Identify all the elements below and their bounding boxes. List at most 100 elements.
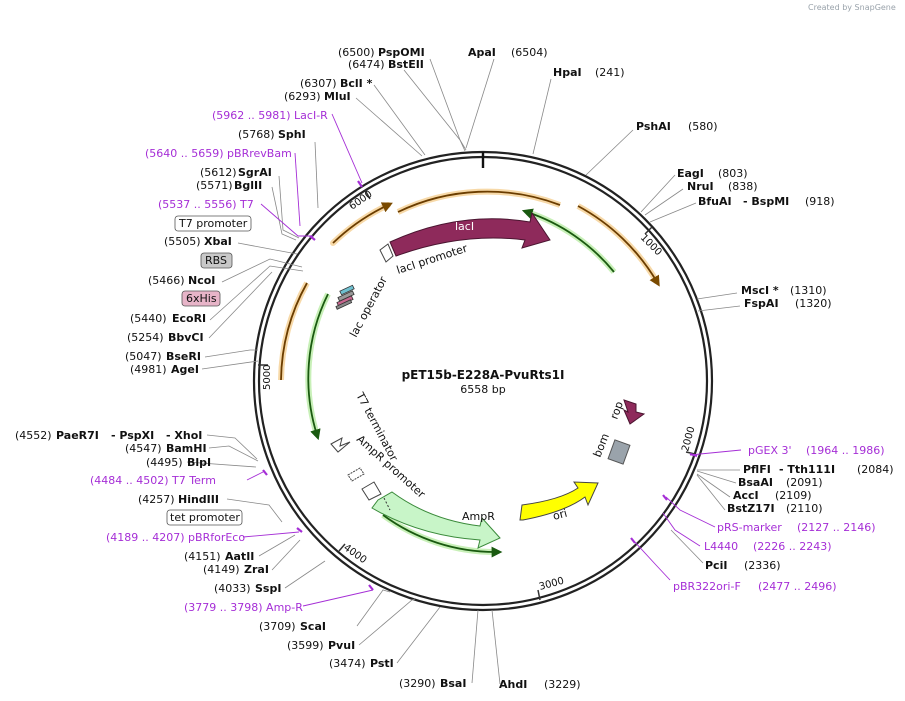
t7-promoter-box[interactable] bbox=[174, 215, 252, 232]
sphi-pos: (5768) bbox=[238, 128, 275, 141]
scai-name[interactable]: ScaI bbox=[300, 620, 326, 633]
apai-name[interactable]: ApaI bbox=[468, 46, 496, 59]
bamhi-name[interactable]: BamHI bbox=[166, 442, 207, 455]
ampr-gene-label: AmpR bbox=[462, 510, 495, 523]
bglii-pos: (5571) bbox=[196, 179, 233, 192]
ahdi-name[interactable]: AhdI bbox=[499, 678, 527, 691]
msci-name[interactable]: MscI * bbox=[741, 284, 779, 297]
blpi-pos: (4495) bbox=[146, 456, 183, 469]
pvui-name[interactable]: PvuI bbox=[328, 639, 355, 652]
tick-5000: 5000 bbox=[262, 365, 273, 390]
bglii-name[interactable]: BglII bbox=[234, 179, 262, 192]
bsai-name[interactable]: BsaI bbox=[440, 677, 466, 690]
ori-feature[interactable] bbox=[519, 481, 599, 521]
eagi-name[interactable]: EagI bbox=[677, 167, 704, 180]
hindiii-pos: (4257) bbox=[138, 493, 175, 506]
eagi-pos: (803) bbox=[718, 167, 748, 180]
blpi-name[interactable]: BlpI bbox=[187, 456, 211, 469]
green-arc-2-line bbox=[307, 293, 329, 441]
laci-promoter-arrow[interactable] bbox=[379, 243, 394, 263]
bseri-name[interactable]: BseRI bbox=[166, 350, 201, 363]
paer7i-name[interactable]: PaeR7I bbox=[56, 429, 99, 442]
primer-leader-lines bbox=[242, 113, 742, 607]
primer-pbrrevbam[interactable]: (5640 .. 5659) pBRrevBam bbox=[145, 147, 292, 160]
bspmi-name[interactable]: - BspMI bbox=[743, 195, 789, 208]
his-box[interactable] bbox=[181, 290, 221, 307]
bsteii-name[interactable]: BstEII bbox=[388, 58, 424, 71]
fspai-name[interactable]: FspAI bbox=[744, 297, 779, 310]
primer-l4440-name[interactable]: L4440 bbox=[704, 540, 738, 553]
green-arc-3-line bbox=[382, 514, 503, 558]
agei-name[interactable]: AgeI bbox=[171, 363, 199, 376]
primer-pbr322orif-name[interactable]: pBR322ori-F bbox=[673, 580, 741, 593]
bbvci-name[interactable]: BbvCI bbox=[168, 331, 204, 344]
primer-pgex3-name[interactable]: pGEX 3' bbox=[748, 444, 792, 457]
sspi-name[interactable]: SspI bbox=[255, 582, 281, 595]
hpai-name[interactable]: HpaI bbox=[553, 66, 582, 79]
bsaai-name[interactable]: BsaAI bbox=[738, 476, 773, 489]
aatii-name[interactable]: AatII bbox=[225, 550, 254, 563]
t7-promoter-feature[interactable] bbox=[335, 299, 353, 310]
ncoi-name[interactable]: NcoI bbox=[188, 274, 215, 287]
xbai-pos: (5505) bbox=[164, 235, 201, 248]
acci-name[interactable]: AccI bbox=[733, 489, 759, 502]
agei-pos: (4981) bbox=[130, 363, 167, 376]
rbs-label: RBS bbox=[205, 254, 227, 267]
bfuai-pos: (918) bbox=[805, 195, 835, 208]
primer-ticks bbox=[262, 180, 698, 591]
bcli-name[interactable]: BclI * bbox=[340, 77, 373, 90]
green-arc-1-line bbox=[521, 208, 615, 273]
bsteii-pos: (6474) bbox=[348, 58, 385, 71]
hindiii-name[interactable]: HindIII bbox=[178, 493, 219, 506]
t7-terminator-feature[interactable] bbox=[330, 437, 351, 453]
apai-pos: (6504) bbox=[511, 46, 548, 59]
pvui-pos: (3599) bbox=[287, 639, 324, 652]
ori-label: ori bbox=[551, 507, 568, 523]
laci-label: lacI bbox=[455, 220, 474, 233]
ampr-promoter-arrow[interactable] bbox=[361, 481, 382, 501]
pspxi-name[interactable]: - PspXI bbox=[111, 429, 154, 442]
pcii-name[interactable]: PciI bbox=[705, 559, 727, 572]
orf-arc-4-line bbox=[280, 282, 308, 381]
laci-gene[interactable] bbox=[389, 211, 551, 257]
ampr-gene[interactable] bbox=[371, 491, 501, 549]
psti-name[interactable]: PstI bbox=[370, 657, 394, 670]
bom-feature[interactable] bbox=[607, 439, 631, 465]
primer-t7term[interactable]: (4484 .. 4502) T7 Term bbox=[90, 474, 216, 487]
zrai-name[interactable]: ZraI bbox=[244, 563, 269, 576]
bbvci-pos: (5254) bbox=[127, 331, 164, 344]
bfuai-name[interactable]: BfuAI bbox=[698, 195, 732, 208]
sgrai-name[interactable]: SgrAI bbox=[238, 166, 272, 179]
primer-t7[interactable]: (5537 .. 5556) T7 bbox=[158, 198, 254, 211]
mlui-name[interactable]: MluI bbox=[324, 90, 351, 103]
bsai-pos: (3290) bbox=[399, 677, 436, 690]
primer-pbrforeco[interactable]: (4189 .. 4207) pBRforEco bbox=[106, 531, 245, 544]
lac-operator-box[interactable] bbox=[339, 284, 355, 296]
sphi-name[interactable]: SphI bbox=[278, 128, 306, 141]
rop-gene[interactable] bbox=[623, 399, 646, 425]
paer7i-pos: (4552) bbox=[15, 429, 52, 442]
tth111i-name[interactable]: - Tth111I bbox=[779, 463, 835, 476]
primer-prsmarker-name[interactable]: pRS-marker bbox=[717, 521, 782, 534]
ampr-promoter-dashed[interactable] bbox=[347, 467, 365, 482]
rbs-box[interactable] bbox=[200, 252, 233, 269]
pshai-name[interactable]: PshAI bbox=[636, 120, 671, 133]
xbai-name[interactable]: XbaI bbox=[204, 235, 232, 248]
primer-ampr[interactable]: (3779 .. 3798) Amp-R bbox=[184, 601, 303, 614]
pspomi-pos: (6500) bbox=[338, 46, 375, 59]
pspomi-name[interactable]: PspOMI bbox=[378, 46, 425, 59]
bom-label: bom bbox=[591, 432, 612, 460]
his-label: 6xHis bbox=[186, 292, 217, 305]
green-arcs bbox=[305, 208, 617, 558]
bstz17i-name[interactable]: BstZ17I bbox=[727, 502, 775, 515]
mlui-pos: (6293) bbox=[284, 90, 321, 103]
ecori-name[interactable]: EcoRI bbox=[172, 312, 206, 325]
nrui-name[interactable]: NruI bbox=[687, 180, 714, 193]
tet-promoter-box[interactable] bbox=[166, 509, 243, 526]
bseri-pos: (5047) bbox=[125, 350, 162, 363]
pflfi-name[interactable]: PflFI bbox=[743, 463, 771, 476]
zrai-pos: (4149) bbox=[203, 563, 240, 576]
t7-promoter-label: T7 promoter bbox=[178, 217, 248, 230]
xhoi-name[interactable]: - XhoI bbox=[166, 429, 202, 442]
primer-lacir[interactable]: (5962 .. 5981) LacI-R bbox=[212, 109, 328, 122]
